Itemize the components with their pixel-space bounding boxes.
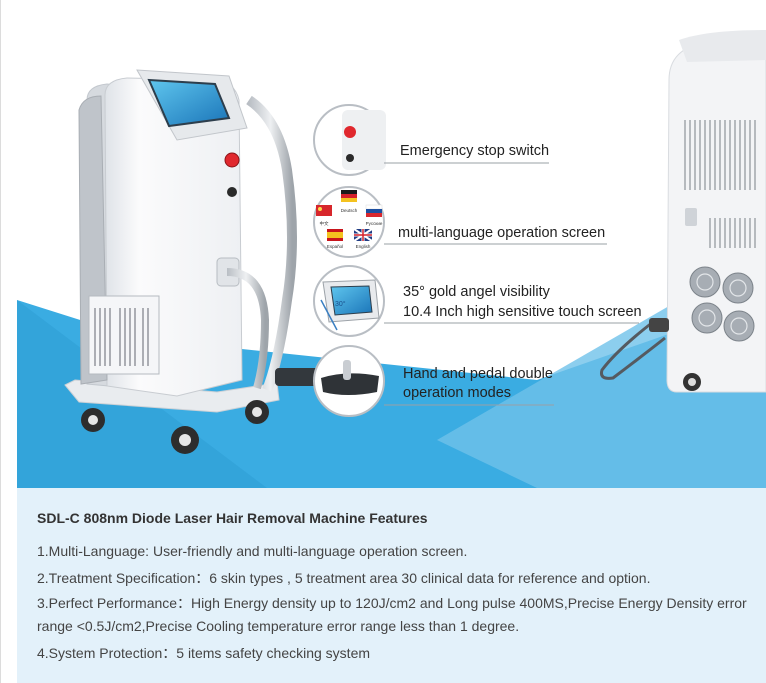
- feature-line-1: 1.Multi-Language: User-friendly and mult…: [37, 543, 468, 559]
- emergency-stop-icon: [344, 126, 356, 138]
- callout-hand-pedal-1: Hand and pedal double: [403, 366, 553, 382]
- callout-emergency-stop: Emergency stop switch: [400, 143, 550, 159]
- callout-touch-screen: 10.4 Inch high sensitive touch screen: [403, 304, 642, 320]
- page-left-border: [0, 0, 1, 683]
- product-banner-image: Deutsch 中文 Русские Español English 30°: [17, 0, 766, 488]
- flag-label-en: English: [356, 244, 371, 249]
- flag-uk-icon: [353, 228, 373, 242]
- laser-machine-front-view: [64, 69, 383, 454]
- features-title: SDL-C 808nm Diode Laser Hair Removal Mac…: [37, 510, 428, 526]
- flag-china-icon: [316, 205, 332, 216]
- feature-line-5: 4.System Protection：5 items safety check…: [37, 645, 371, 661]
- flag-label-ru: Русские: [366, 221, 383, 226]
- angle-badge: 30°: [335, 300, 346, 308]
- callout-circle-languages: Deutsch 中文 Русские Español English: [313, 186, 385, 258]
- flag-label-es: Español: [327, 244, 343, 249]
- flag-russia-icon: [365, 204, 383, 217]
- flag-label-de: Deutsch: [341, 208, 358, 213]
- callout-hand-pedal-2: operation modes: [403, 385, 512, 401]
- machine-rear-view: [600, 30, 766, 393]
- feature-line-4: range <0.5J/cm2,Precise Cooling temperat…: [37, 618, 520, 634]
- callout-gold-angle: 35° gold angel visibility: [403, 284, 550, 300]
- callout-circle-pedal: [313, 345, 385, 417]
- callout-circle-screen-angle: 30°: [313, 265, 385, 337]
- feature-line-2: 2.Treatment Specification：6 skin types ,…: [37, 570, 651, 586]
- callout-circle-emergency: [313, 104, 386, 176]
- feature-line-3: 3.Perfect Performance：High Energy densit…: [37, 595, 747, 611]
- features-panel: SDL-C 808nm Diode Laser Hair Removal Mac…: [17, 488, 766, 683]
- callout-multi-language: multi-language operation screen: [398, 225, 606, 241]
- flag-germany-icon: [341, 190, 357, 202]
- flag-label-cn: 中文: [320, 220, 329, 227]
- flag-spain-icon: [327, 229, 343, 241]
